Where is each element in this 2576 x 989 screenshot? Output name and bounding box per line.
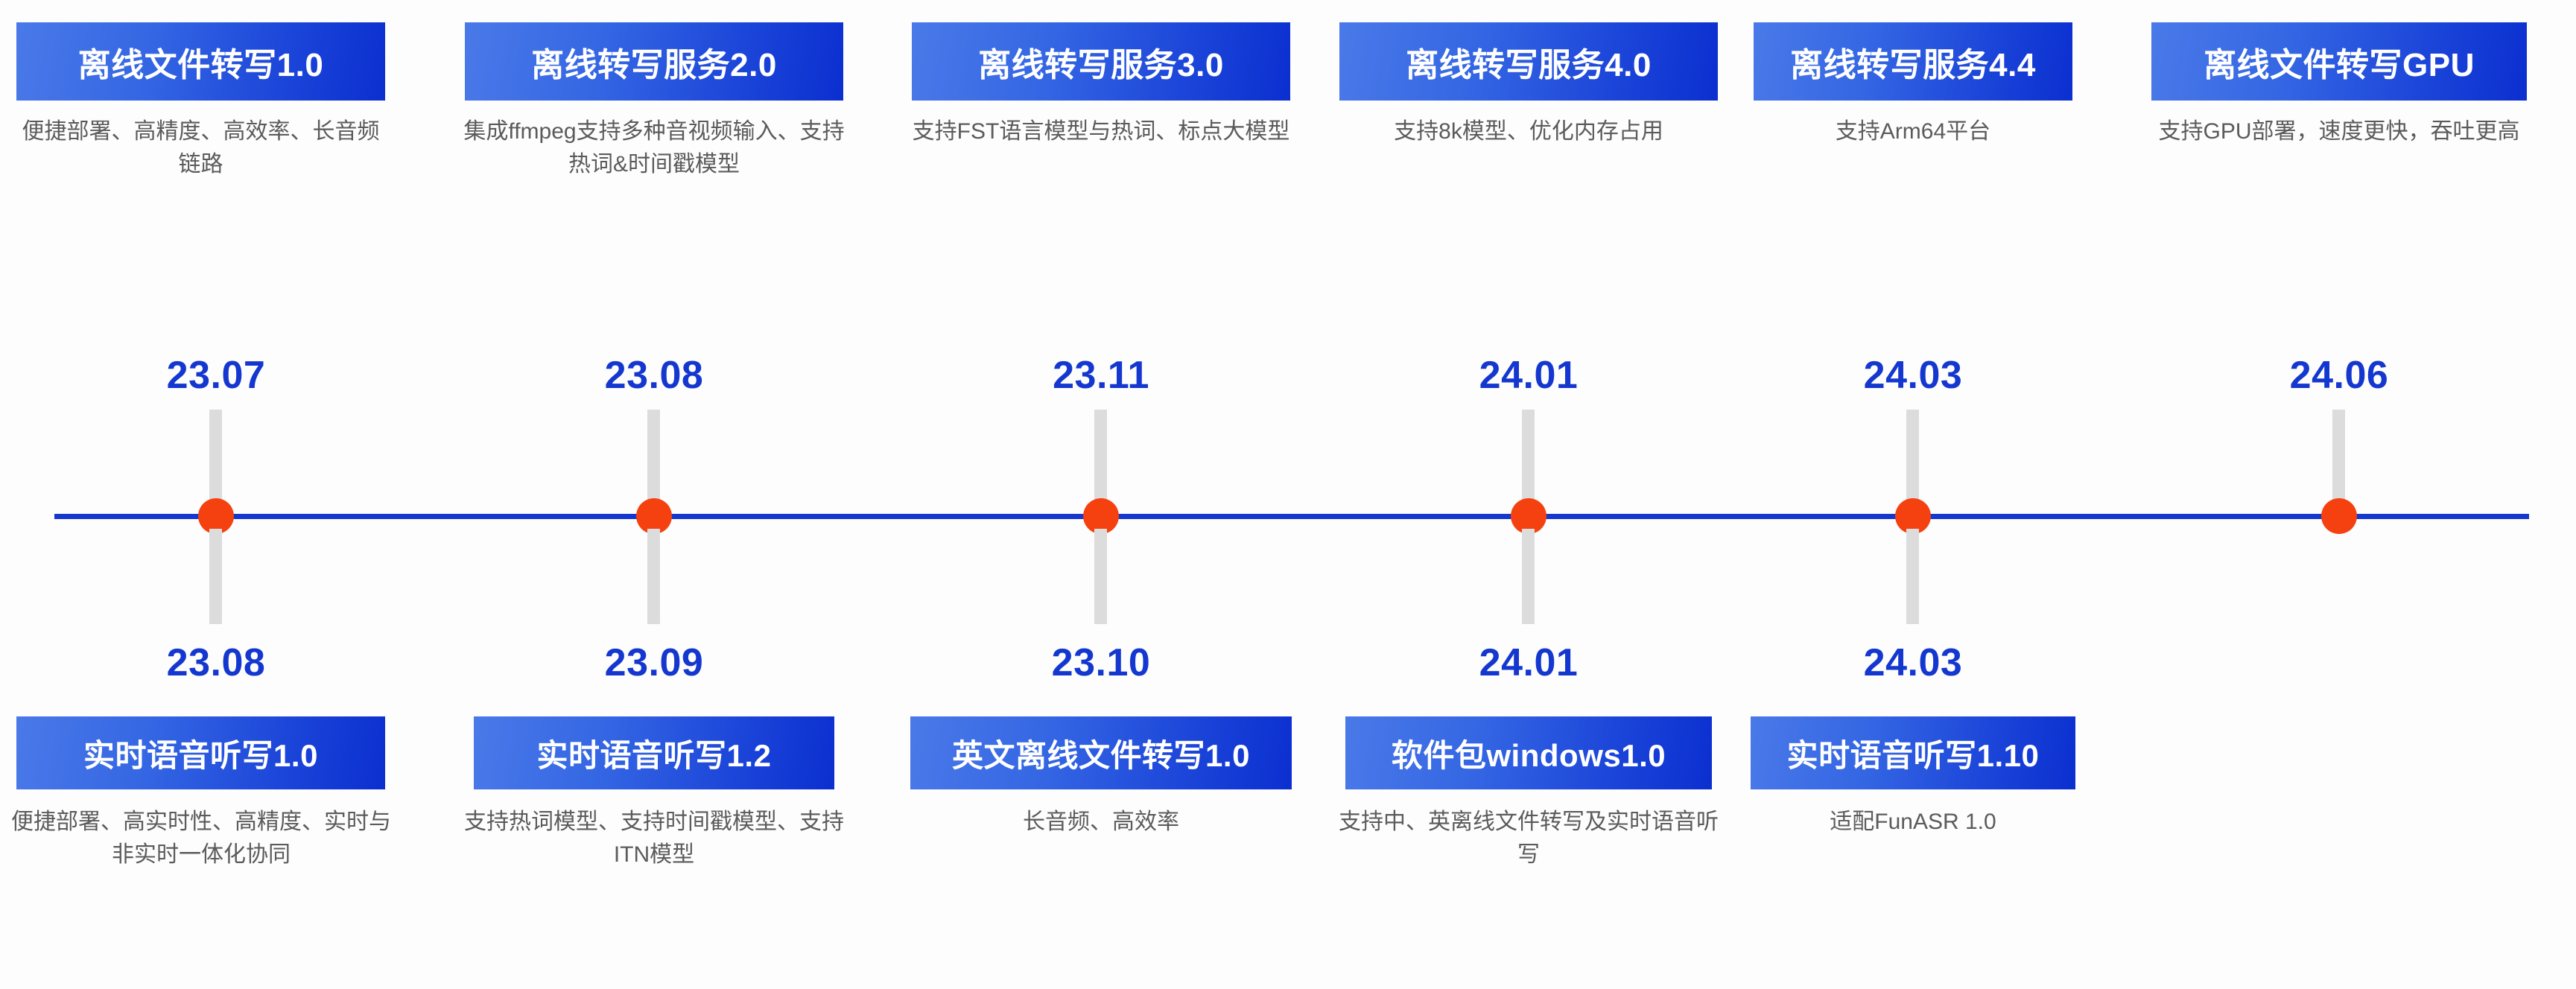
milestone-desc-top-3: 支持FST语言模型与热词、标点大模型: [912, 119, 1290, 144]
milestone-card-bottom-2[interactable]: 实时语音听写1.2: [474, 716, 834, 789]
milestone-date-top-3: 23.11: [1053, 354, 1149, 397]
milestone-stem-bottom-5: [1906, 529, 1919, 624]
milestone-node-6[interactable]: [2321, 498, 2357, 534]
milestone-card-top-6[interactable]: 离线文件转写GPU: [2151, 22, 2527, 101]
milestone-node-5[interactable]: [1895, 498, 1931, 534]
milestone-card-top-1[interactable]: 离线文件转写1.0: [16, 22, 385, 101]
timeline-axis: [54, 514, 2529, 519]
milestone-desc-bottom-1: 便捷部署、高实时性、高精度、实时与非实时一体化协同: [11, 810, 391, 867]
milestone-stem-top-5: [1906, 410, 1919, 505]
milestone-node-3[interactable]: [1083, 498, 1119, 534]
milestone-card-top-5[interactable]: 离线转写服务4.4: [1754, 22, 2072, 101]
milestone-stem-top-2: [647, 410, 660, 505]
milestone-card-bottom-5[interactable]: 实时语音听写1.10: [1751, 716, 2075, 789]
milestone-card-bottom-4[interactable]: 软件包windows1.0: [1345, 716, 1712, 789]
milestone-date-bottom-2: 23.09: [604, 641, 704, 684]
milestone-desc-top-2: 集成ffmpeg支持多种音视频输入、支持热词&时间戳模型: [463, 119, 845, 177]
milestone-date-bottom-5: 24.03: [1863, 641, 1963, 684]
milestone-desc-bottom-2: 支持热词模型、支持时间戳模型、支持ITN模型: [464, 810, 844, 867]
milestone-desc-bottom-4: 支持中、英离线文件转写及实时语音听写: [1339, 810, 1719, 867]
milestone-desc-top-6: 支持GPU部署，速度更快，吞吐更高: [2158, 119, 2520, 144]
milestone-desc-top-4: 支持8k模型、优化内存占用: [1394, 119, 1663, 144]
milestone-date-top-2: 23.08: [604, 354, 704, 397]
milestone-stem-bottom-4: [1522, 529, 1535, 624]
milestone-desc-top-1: 便捷部署、高精度、高效率、长音频链路: [22, 119, 380, 177]
milestone-stem-bottom-3: [1094, 529, 1107, 624]
milestone-stem-bottom-2: [647, 529, 660, 624]
milestone-date-bottom-3: 23.10: [1051, 641, 1151, 684]
milestone-date-top-1: 23.07: [166, 354, 266, 397]
milestone-card-top-3[interactable]: 离线转写服务3.0: [912, 22, 1290, 101]
milestone-node-4[interactable]: [1511, 498, 1546, 534]
milestone-desc-bottom-3: 长音频、高效率: [1023, 810, 1179, 834]
milestone-card-bottom-1[interactable]: 实时语音听写1.0: [16, 716, 385, 789]
milestone-stem-top-4: [1522, 410, 1535, 505]
milestone-date-bottom-1: 23.08: [166, 641, 266, 684]
milestone-node-2[interactable]: [636, 498, 672, 534]
milestone-card-top-2[interactable]: 离线转写服务2.0: [465, 22, 843, 101]
milestone-stem-top-3: [1094, 410, 1107, 505]
milestone-stem-top-1: [209, 410, 222, 505]
milestone-card-bottom-3[interactable]: 英文离线文件转写1.0: [910, 716, 1292, 789]
milestone-desc-bottom-5: 适配FunASR 1.0: [1830, 810, 1996, 834]
milestone-date-top-6: 24.06: [2289, 354, 2389, 397]
milestone-stem-bottom-1: [209, 529, 222, 624]
milestone-date-bottom-4: 24.01: [1479, 641, 1579, 684]
milestone-desc-top-5: 支持Arm64平台: [1835, 119, 1991, 144]
milestone-date-top-4: 24.01: [1479, 354, 1579, 397]
milestone-stem-top-6: [2332, 410, 2345, 505]
milestone-card-top-4[interactable]: 离线转写服务4.0: [1339, 22, 1718, 101]
milestone-date-top-5: 24.03: [1863, 354, 1963, 397]
milestone-node-1[interactable]: [198, 498, 234, 534]
